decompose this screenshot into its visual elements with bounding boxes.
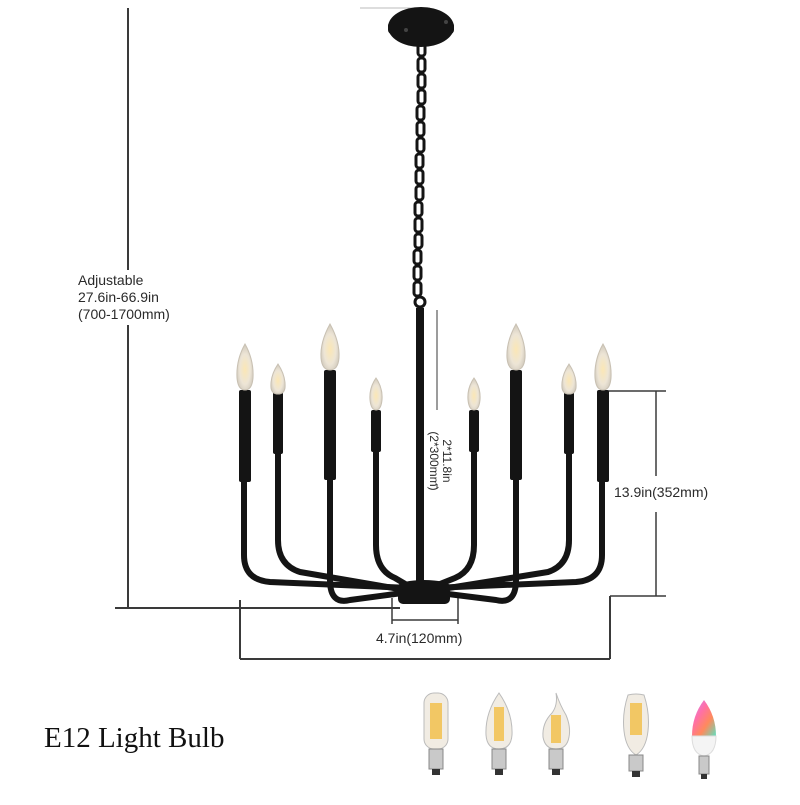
fixture-height-label: 13.9in(352mm) (614, 484, 709, 501)
arm-length-line1: 2*11.8in (440, 439, 454, 483)
arm-length-line2: (2*300mm) (427, 431, 441, 491)
bulb-flame-tip (542, 692, 571, 775)
bulb-rgb-smart (691, 700, 717, 779)
bulb-st (623, 693, 649, 777)
bottom-hub (398, 580, 450, 604)
center-stem (416, 308, 424, 596)
bulb-candle (485, 692, 513, 775)
ceiling-canopy (388, 7, 454, 47)
arm-length-label: 2*11.8in (2*300mm) (427, 416, 454, 506)
candle-sleeves (239, 370, 609, 482)
chandelier-arms (241, 437, 605, 604)
adjustable-height-label: Adjustable 27.6in-66.9in (700-1700mm) (78, 270, 170, 325)
adjustable-label-line2: 27.6in-66.9in (78, 289, 159, 305)
candle-bulbs (236, 322, 612, 411)
adjustable-label-line3: (700-1700mm) (78, 306, 170, 322)
adjustable-label-line1: Adjustable (78, 272, 144, 288)
canopy-base-label: 4.7in(120mm) (376, 630, 463, 647)
bulb-type-title: E12 Light Bulb (44, 722, 225, 754)
dimension-lines (115, 7, 666, 660)
chain (412, 40, 427, 309)
bulb-tubular (423, 692, 449, 775)
